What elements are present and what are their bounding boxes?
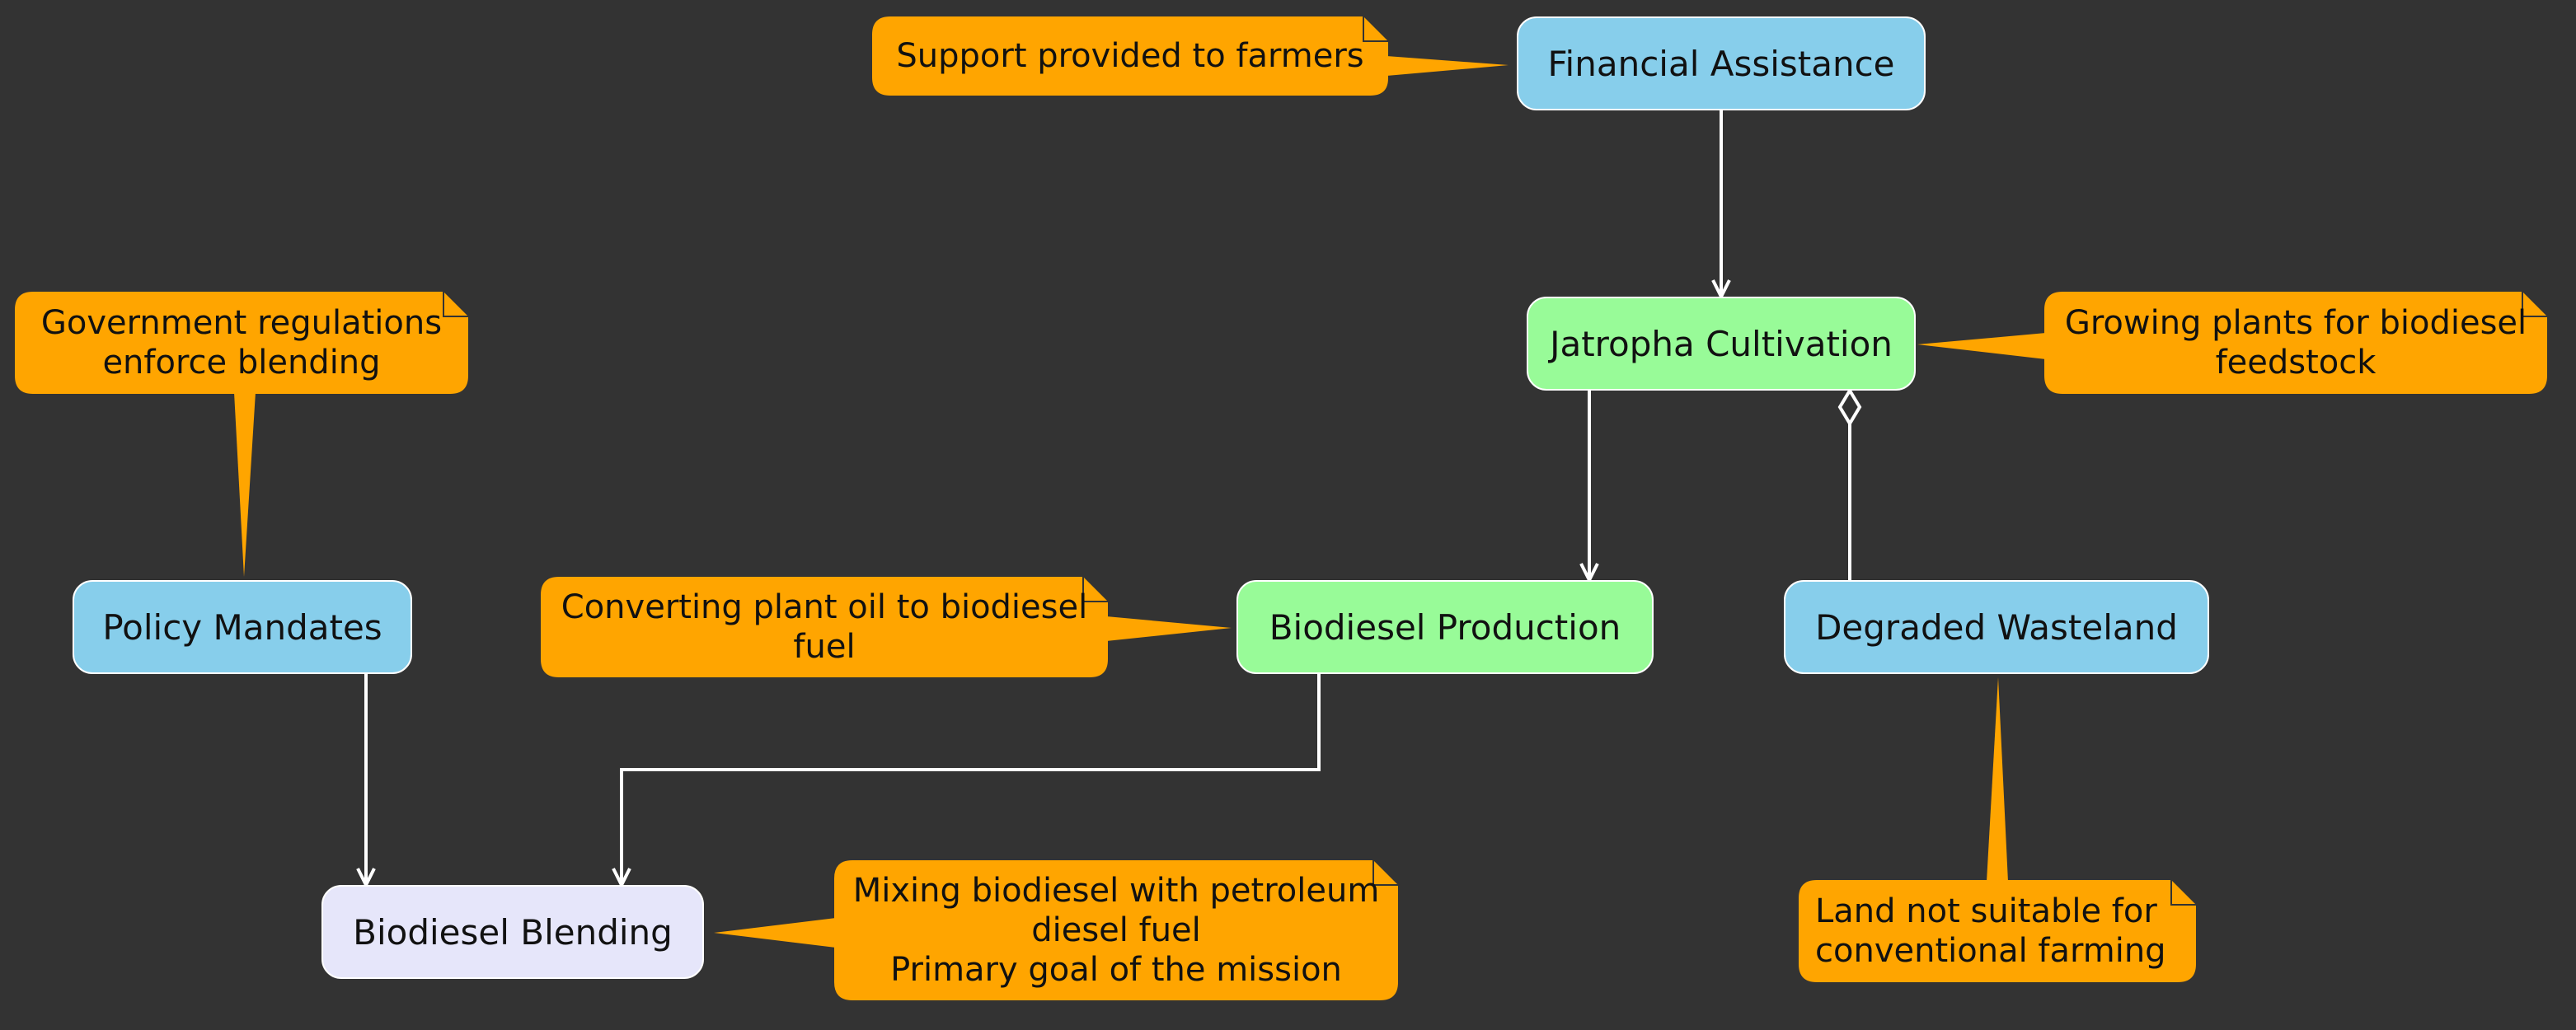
node-degraded-wasteland[interactable]: Degraded Wasteland [1784, 580, 2209, 674]
node-biodiesel-blending[interactable]: Biodiesel Blending [321, 885, 704, 979]
note-policy-mandates-shape [15, 292, 468, 577]
note-line: Land not suitable for [1815, 892, 2157, 930]
note-line: Government regulations [40, 304, 443, 342]
aggregation-diamond [1837, 387, 1862, 427]
node-financial-assistance[interactable]: Financial Assistance [1517, 16, 1926, 110]
note-line: Support provided to farmers [896, 37, 1364, 75]
note-jatropha-cultivation: Growing plants for biodiesel feedstock [2044, 292, 2547, 394]
node-policy-mandates[interactable]: Policy Mandates [73, 580, 412, 674]
node-degraded-wasteland-label: Degraded Wasteland [1815, 606, 2178, 648]
node-jatropha-cultivation[interactable]: Jatropha Cultivation [1527, 297, 1916, 391]
note-financial-assistance: Support provided to farmers [872, 16, 1388, 96]
note-degraded-wasteland: Land not suitable for conventional farmi… [1799, 880, 2196, 982]
note-line: diesel fuel [1031, 911, 1201, 949]
note-line: Growing plants for biodiesel [2064, 304, 2527, 342]
node-jatropha-cultivation-label: Jatropha Cultivation [1550, 323, 1893, 364]
note-policy-mandates: Government regulations enforce blending [15, 292, 468, 394]
note-line: Primary goal of the mission [890, 951, 1342, 989]
node-policy-mandates-label: Policy Mandates [102, 606, 382, 648]
node-financial-assistance-label: Financial Assistance [1547, 43, 1895, 84]
note-biodiesel-blending-shape [714, 860, 1398, 1000]
note-biodiesel-blending: Mixing biodiesel with petroleum diesel f… [834, 860, 1398, 1000]
note-line: Mixing biodiesel with petroleum [852, 872, 1380, 910]
node-biodiesel-production[interactable]: Biodiesel Production [1236, 580, 1654, 674]
note-line: Converting plant oil to biodiesel [561, 588, 1088, 626]
note-line: feedstock [2215, 344, 2377, 382]
note-line: fuel [793, 628, 856, 666]
note-degraded-wasteland-shape [1799, 677, 2196, 982]
note-biodiesel-production-shape [541, 577, 1232, 677]
node-biodiesel-production-label: Biodiesel Production [1269, 606, 1621, 648]
note-line: conventional farming [1815, 932, 2166, 970]
note-biodiesel-production: Converting plant oil to biodiesel fuel [541, 577, 1108, 677]
edge-production-to-blending [622, 674, 1321, 885]
note-financial-assistance-shape [872, 16, 1509, 96]
note-line: enforce blending [102, 344, 381, 382]
note-jatropha-cultivation-shape [1917, 292, 2547, 394]
node-biodiesel-blending-label: Biodiesel Blending [353, 911, 673, 953]
